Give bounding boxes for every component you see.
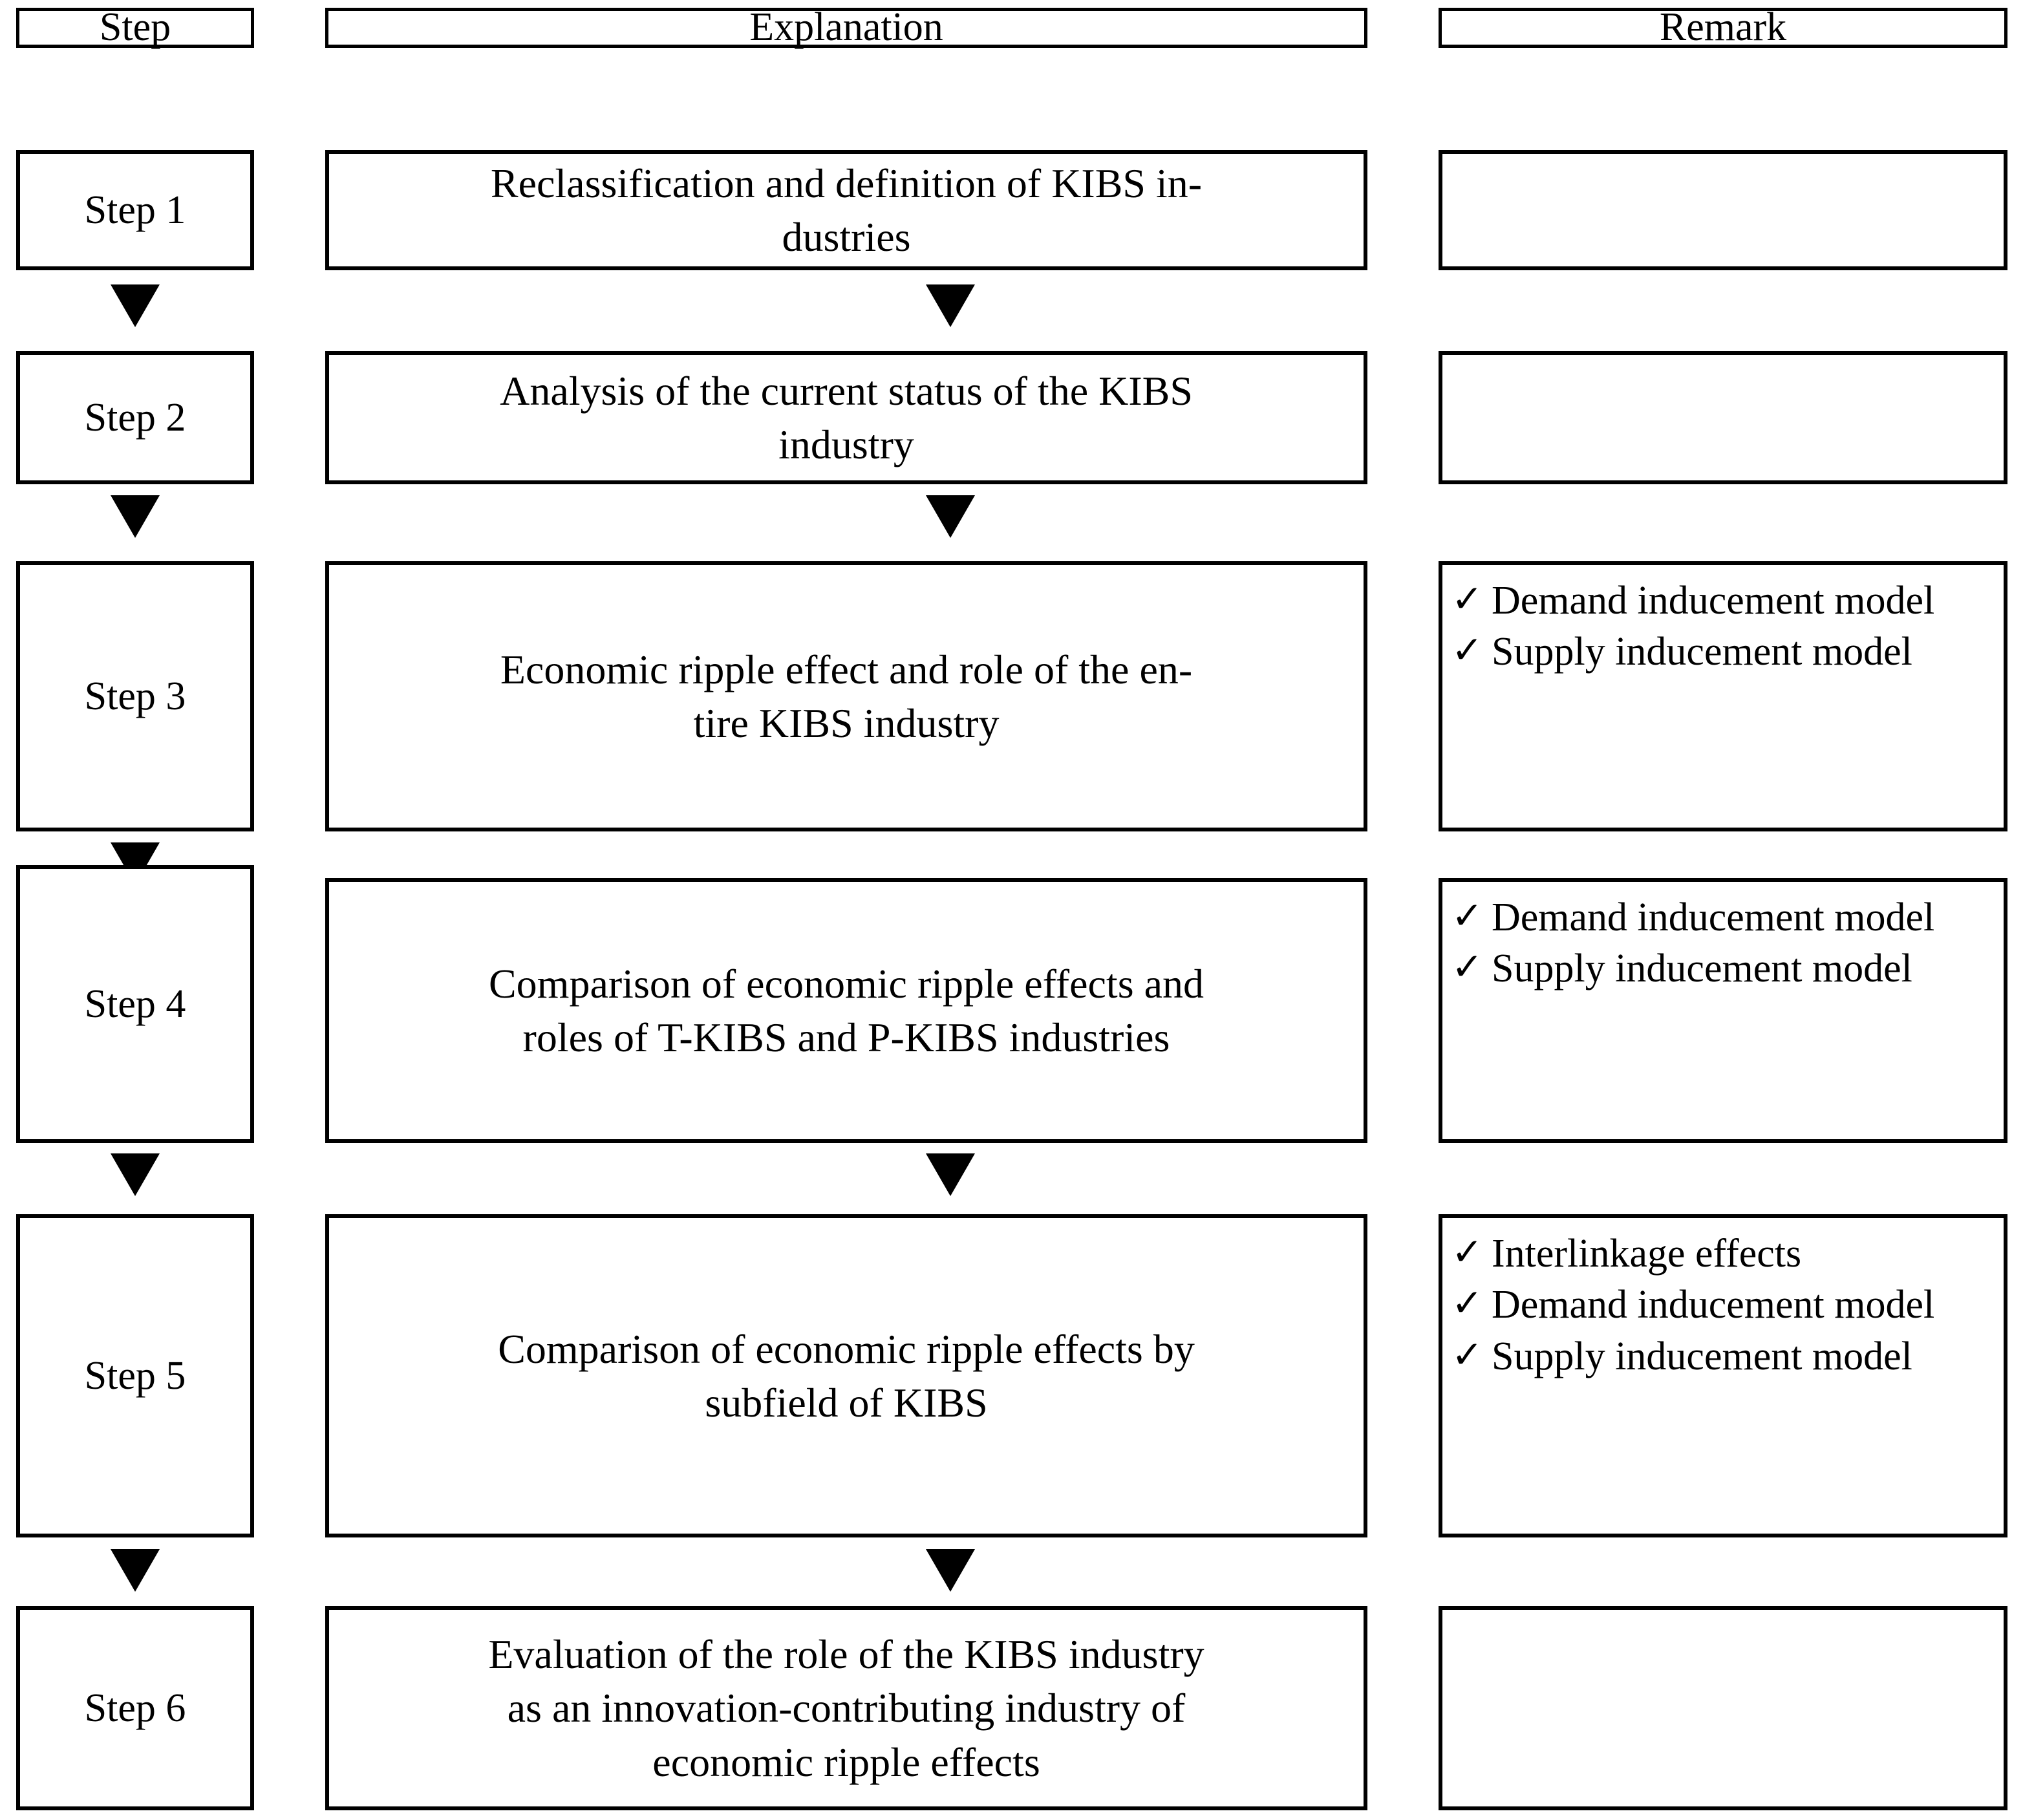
step-label-4: Step 4 bbox=[84, 981, 186, 1026]
explanation-line: Economic ripple effect and role of the e… bbox=[500, 646, 1193, 692]
remark-item: ✓ Supply inducement model bbox=[1451, 1331, 1992, 1382]
explanation-line: dustries bbox=[782, 214, 911, 260]
remark-item-label: Demand induce­ment model bbox=[1492, 895, 1935, 939]
remark-cell-step-2[interactable] bbox=[1439, 351, 2007, 484]
remark-item: ✓ Demand induce­ment model bbox=[1451, 1279, 1992, 1331]
explanation-line: tire KIBS industry bbox=[693, 700, 1000, 746]
explanation-line: industry bbox=[778, 422, 914, 467]
step-cell-step-5[interactable]: Step 5 bbox=[16, 1214, 254, 1537]
header-cell-step: Step bbox=[16, 5, 254, 50]
step-cell-step-1[interactable]: Step 1 bbox=[16, 150, 254, 270]
explanation-cell-step-6[interactable]: Evaluation of the role of the KIBS indus… bbox=[325, 1606, 1367, 1810]
header-label-step: Step bbox=[99, 5, 171, 50]
explanation-text-4: Comparison of economic ripple effects an… bbox=[329, 957, 1364, 1064]
explanation-line: economic ripple effects bbox=[652, 1739, 1040, 1785]
remark-cell-step-4[interactable]: ✓ Demand induce­ment model ✓ Supply indu… bbox=[1439, 878, 2007, 1143]
remark-item-label: Demand induce­ment model bbox=[1492, 1283, 1935, 1327]
header-cell-explanation: Explanation bbox=[325, 5, 1367, 50]
explanation-cell-step-4[interactable]: Comparison of economic ripple effects an… bbox=[325, 878, 1367, 1143]
header-label-explanation: Explanation bbox=[749, 5, 943, 50]
explanation-cell-step-3[interactable]: Economic ripple effect and role of the e… bbox=[325, 561, 1367, 831]
explanation-line: as an innovation-contributing industry o… bbox=[507, 1685, 1186, 1731]
remark-list-4: ✓ Demand induce­ment model ✓ Supply indu… bbox=[1451, 892, 1992, 995]
remark-item: ✓ Supply inducement model bbox=[1451, 943, 1992, 994]
remark-item-label: Supply inducement model bbox=[1492, 947, 1912, 991]
explanation-line: Comparison of economic ripple effects an… bbox=[488, 960, 1204, 1007]
step-cell-step-4[interactable]: Step 4 bbox=[16, 865, 254, 1143]
remark-item-label: Supply inducement model bbox=[1492, 1334, 1912, 1378]
remark-item-label: Supply inducement model bbox=[1492, 630, 1912, 674]
remark-item: ✓ Demand induce­ment model bbox=[1451, 575, 1992, 626]
explanation-text-6: Evaluation of the role of the KIBS indus… bbox=[329, 1627, 1364, 1789]
arrow-down-icon-step-2-to-3 bbox=[111, 495, 160, 538]
check-icon: ✓ bbox=[1451, 895, 1483, 937]
explanation-text-5: Comparison of economic ripple effects by… bbox=[329, 1322, 1364, 1429]
header-label-remark: Remark bbox=[1659, 5, 1787, 50]
check-icon: ✓ bbox=[1451, 946, 1483, 989]
remark-list-5: ✓ Interlinkage effects ✓ Demand induce­m… bbox=[1451, 1228, 1992, 1382]
remark-cell-step-1[interactable] bbox=[1439, 150, 2007, 270]
arrow-down-icon-explanation-1-to-2 bbox=[926, 284, 975, 327]
explanation-text-3: Economic ripple effect and role of the e… bbox=[329, 643, 1364, 750]
remark-cell-step-6[interactable] bbox=[1439, 1606, 2007, 1810]
explanation-line: subfield of KIBS bbox=[705, 1380, 988, 1426]
explanation-cell-step-2[interactable]: Analysis of the current status of the KI… bbox=[325, 351, 1367, 484]
remark-item: ✓ Interlinkage effects bbox=[1451, 1228, 1992, 1279]
explanation-cell-step-1[interactable]: Reclassification and definition of KIBS … bbox=[325, 150, 1367, 270]
check-icon: ✓ bbox=[1451, 1231, 1483, 1273]
arrow-down-icon-step-4-to-5 bbox=[111, 1153, 160, 1196]
remark-item: ✓ Supply inducement model bbox=[1451, 626, 1992, 678]
step-label-5: Step 5 bbox=[84, 1353, 186, 1398]
check-icon: ✓ bbox=[1451, 1282, 1483, 1325]
check-icon: ✓ bbox=[1451, 629, 1483, 672]
step-label-1: Step 1 bbox=[84, 187, 186, 232]
remark-item: ✓ Demand induce­ment model bbox=[1451, 892, 1992, 943]
explanation-text-1: Reclassification and definition of KIBS … bbox=[329, 156, 1364, 264]
remark-item-label: Interlinkage effects bbox=[1492, 1232, 1802, 1276]
header-cell-remark: Remark bbox=[1439, 5, 2007, 50]
step-label-3: Step 3 bbox=[84, 674, 186, 718]
arrow-down-icon-explanation-4-to-5 bbox=[926, 1153, 975, 1196]
explanation-line: Evaluation of the role of the KIBS indus… bbox=[488, 1631, 1204, 1678]
explanation-line: Reclassification and definition of KIBS … bbox=[490, 160, 1203, 206]
remark-list-3: ✓ Demand induce­ment model ✓ Supply indu… bbox=[1451, 575, 1992, 678]
remark-cell-step-3[interactable]: ✓ Demand induce­ment model ✓ Supply indu… bbox=[1439, 561, 2007, 831]
check-icon: ✓ bbox=[1451, 578, 1483, 620]
explanation-line: roles of T-KIBS and P-KIBS industries bbox=[522, 1014, 1170, 1060]
remark-item-label: Demand induce­ment model bbox=[1492, 579, 1935, 623]
step-cell-step-6[interactable]: Step 6 bbox=[16, 1606, 254, 1810]
explanation-cell-step-5[interactable]: Comparison of economic ripple effects by… bbox=[325, 1214, 1367, 1537]
explanation-text-2: Analysis of the current status of the KI… bbox=[329, 364, 1364, 471]
arrow-down-icon-explanation-2-to-3 bbox=[926, 495, 975, 538]
step-label-6: Step 6 bbox=[84, 1686, 186, 1730]
step-cell-step-2[interactable]: Step 2 bbox=[16, 351, 254, 484]
check-icon: ✓ bbox=[1451, 1333, 1483, 1376]
remark-cell-step-5[interactable]: ✓ Interlinkage effects ✓ Demand induce­m… bbox=[1439, 1214, 2007, 1537]
step-label-2: Step 2 bbox=[84, 395, 186, 440]
arrow-down-icon-step-5-to-6 bbox=[111, 1549, 160, 1592]
explanation-line: Analysis of the current status of the KI… bbox=[500, 367, 1193, 414]
arrow-down-icon-step-1-to-2 bbox=[111, 284, 160, 327]
arrow-down-icon-explanation-5-to-6 bbox=[926, 1549, 975, 1592]
explanation-line: Comparison of economic ripple effects by bbox=[498, 1325, 1195, 1372]
step-cell-step-3[interactable]: Step 3 bbox=[16, 561, 254, 831]
